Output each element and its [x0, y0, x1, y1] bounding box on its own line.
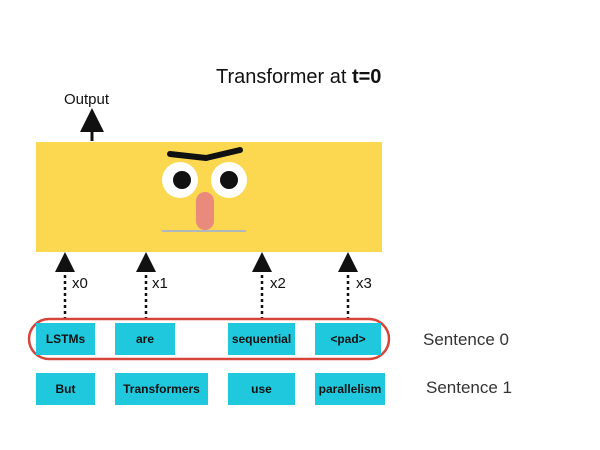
angry-face-icon [162, 147, 247, 232]
token-s0-3: <pad> [315, 323, 381, 355]
input-label-x1: x1 [152, 275, 168, 292]
input-label-x2: x2 [270, 275, 286, 292]
token-s0-2: sequential [228, 323, 295, 355]
token-s0-1: are [115, 323, 175, 355]
token-s1-2: use [228, 373, 295, 405]
sentence-0-highlight [27, 317, 391, 361]
diagram-title: Transformer at t=0 [216, 66, 381, 89]
token-s1-3: parallelism [315, 373, 385, 405]
token-s0-0: LSTMs [36, 323, 95, 355]
output-label: Output [64, 91, 110, 108]
sentence-0-label: Sentence 0 [423, 330, 510, 349]
input-label-x0: x0 [72, 275, 88, 292]
title-time: t=0 [351, 66, 382, 88]
sentence-1-label: Sentence 1 [426, 378, 513, 397]
token-s1-0: But [36, 373, 95, 405]
token-s1-1: Transformers [115, 373, 208, 405]
input-label-x3: x3 [356, 275, 372, 292]
title-prefix: Transformer at [216, 66, 352, 88]
